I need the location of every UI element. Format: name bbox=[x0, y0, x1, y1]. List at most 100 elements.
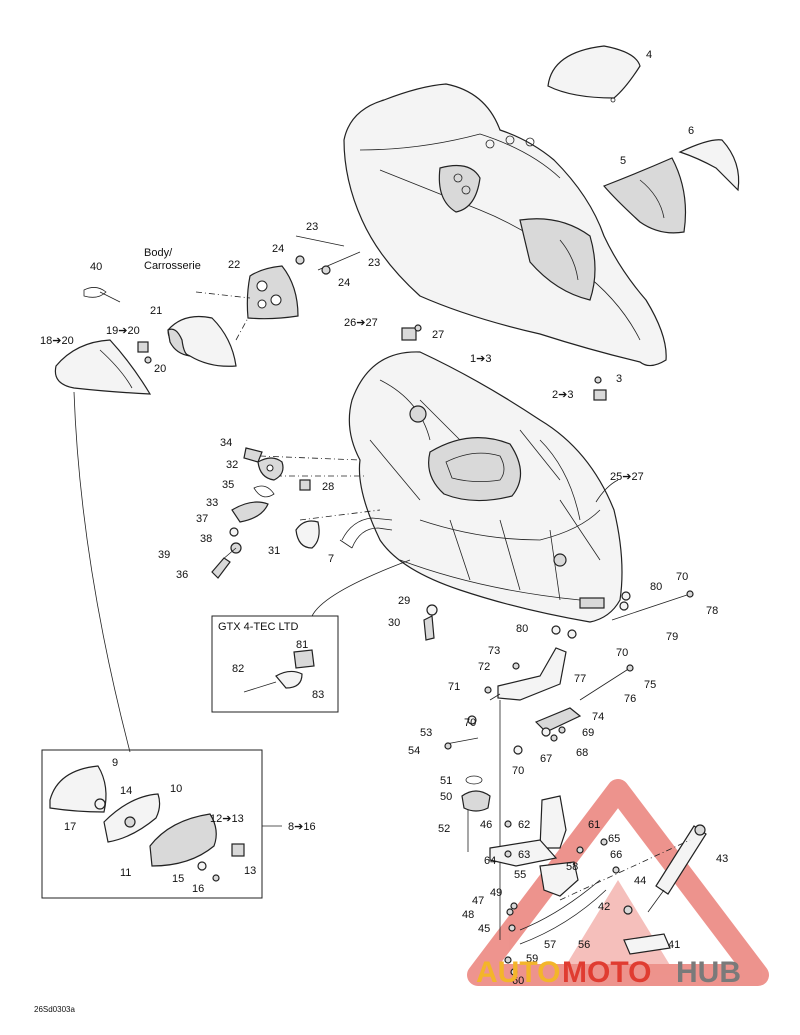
callout-c80a: 80 bbox=[650, 581, 662, 593]
callout-c13: 1➔3 bbox=[470, 353, 491, 365]
callout-c43: 43 bbox=[716, 853, 728, 865]
bracket-77 bbox=[497, 647, 567, 701]
callout-c63: 63 bbox=[518, 849, 530, 861]
callout-c27: 27 bbox=[432, 329, 444, 341]
callout-c53: 53 bbox=[420, 727, 432, 739]
part-35 bbox=[253, 485, 275, 498]
callout-c2527: 25➔27 bbox=[610, 471, 644, 483]
callout-c60: 60 bbox=[512, 975, 524, 987]
cap-50 bbox=[461, 790, 491, 812]
callout-c20: 20 bbox=[154, 363, 166, 375]
watermark-auto: AUTO bbox=[476, 956, 560, 989]
callout-c13b: 13 bbox=[244, 865, 256, 877]
callout-c32: 32 bbox=[226, 459, 238, 471]
watermark-logo bbox=[467, 779, 769, 986]
callout-c75: 75 bbox=[644, 679, 656, 691]
part-58 bbox=[539, 861, 579, 897]
callout-c36: 36 bbox=[176, 569, 188, 581]
callout-c40: 40 bbox=[90, 261, 102, 273]
callout-c56: 56 bbox=[578, 939, 590, 951]
callout-c41: 41 bbox=[668, 939, 680, 951]
callout-c68: 68 bbox=[576, 747, 588, 759]
callout-c31: 31 bbox=[268, 545, 280, 557]
callout-c37: 37 bbox=[196, 513, 208, 525]
callout-c55: 55 bbox=[514, 869, 526, 881]
lever-56 bbox=[519, 879, 607, 945]
callout-c54: 54 bbox=[408, 745, 420, 757]
callout-c39: 39 bbox=[158, 549, 170, 561]
part-41 bbox=[623, 933, 671, 955]
gtx-box-title: GTX 4-TEC LTD bbox=[218, 621, 299, 633]
body-hood-assembly bbox=[343, 83, 667, 367]
part-81 bbox=[293, 649, 315, 669]
lens-9 bbox=[49, 765, 107, 813]
callout-c62: 62 bbox=[518, 819, 530, 831]
callout-c1213: 12➔13 bbox=[210, 813, 244, 825]
callout-c79: 79 bbox=[666, 631, 678, 643]
headlight-lens-18 bbox=[54, 339, 152, 395]
callout-c3: 3 bbox=[616, 373, 622, 385]
callout-c6: 6 bbox=[688, 125, 694, 137]
grip-74 bbox=[534, 707, 582, 733]
callout-c44: 44 bbox=[634, 875, 646, 887]
callout-c29: 29 bbox=[398, 595, 410, 607]
callout-c9: 9 bbox=[112, 757, 118, 769]
gtx-box bbox=[211, 615, 339, 713]
callout-c1920: 19➔20 bbox=[106, 325, 140, 337]
callout-c59: 59 bbox=[526, 953, 538, 965]
callout-c2627: 26➔27 bbox=[344, 317, 378, 329]
part-5 bbox=[602, 157, 687, 234]
callout-c4: 4 bbox=[646, 49, 652, 61]
watermark-hub: HUB bbox=[676, 956, 741, 989]
callout-c57: 57 bbox=[544, 939, 556, 951]
callout-c83: 83 bbox=[312, 689, 324, 701]
callout-c81: 81 bbox=[296, 639, 308, 651]
callout-c50: 50 bbox=[440, 791, 452, 803]
watermark-moto: MOTO bbox=[562, 956, 651, 989]
callout-c33: 33 bbox=[206, 497, 218, 509]
callout-c77: 77 bbox=[574, 673, 586, 685]
callout-c72: 72 bbox=[478, 661, 490, 673]
callout-c17: 17 bbox=[64, 821, 76, 833]
callout-c11: 11 bbox=[120, 867, 131, 879]
callout-c16: 16 bbox=[192, 883, 204, 895]
callout-c70a: 70 bbox=[676, 571, 688, 583]
callout-c14: 14 bbox=[120, 785, 132, 797]
mount-22 bbox=[246, 265, 299, 320]
callout-c65: 65 bbox=[608, 833, 620, 845]
callout-c73: 73 bbox=[488, 645, 500, 657]
headlight-box bbox=[41, 749, 263, 899]
pad-33 bbox=[231, 501, 269, 523]
callout-c24b: 24 bbox=[338, 277, 350, 289]
callout-c47: 47 bbox=[472, 895, 484, 907]
callout-c1820: 18➔20 bbox=[40, 335, 74, 347]
callout-c7: 7 bbox=[328, 553, 334, 565]
callout-c45: 45 bbox=[478, 923, 490, 935]
callout-c23c: 2➔3 bbox=[552, 389, 573, 401]
callout-c24a: 24 bbox=[272, 243, 284, 255]
callout-c28: 28 bbox=[322, 481, 334, 493]
callout-c70d: 70 bbox=[512, 765, 524, 777]
hose-7 bbox=[339, 517, 393, 549]
part-83 bbox=[275, 670, 303, 689]
strap-40 bbox=[83, 287, 121, 303]
callout-c61: 61 bbox=[588, 819, 600, 831]
callout-c66: 66 bbox=[610, 849, 622, 861]
callout-c58: 58 bbox=[566, 861, 578, 873]
callout-c71: 71 bbox=[448, 681, 460, 693]
callout-c42: 42 bbox=[598, 901, 610, 913]
callout-c30: 30 bbox=[388, 617, 400, 629]
callout-c15: 15 bbox=[172, 873, 184, 885]
callout-c22: 22 bbox=[228, 259, 240, 271]
callout-c34: 34 bbox=[220, 437, 232, 449]
callout-c64: 64 bbox=[484, 855, 496, 867]
callout-c51: 51 bbox=[440, 775, 452, 787]
callout-c10: 10 bbox=[170, 783, 182, 795]
callout-c70b: 70 bbox=[616, 647, 628, 659]
watermark-wordmark: AUTO MOTO HUB bbox=[476, 956, 741, 989]
callout-c67: 67 bbox=[540, 753, 552, 765]
callout-c76: 76 bbox=[624, 693, 636, 705]
screw-36 bbox=[211, 557, 231, 579]
